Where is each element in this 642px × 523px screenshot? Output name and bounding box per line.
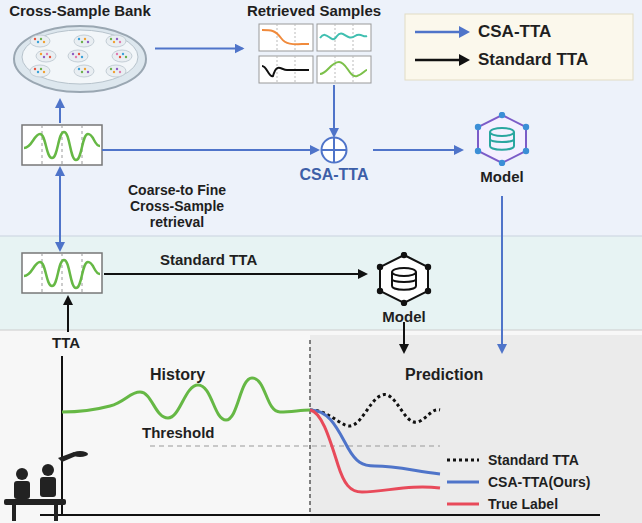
legend-sample	[446, 475, 480, 489]
legend-text: Standard TTA	[488, 452, 579, 468]
legend-sample	[446, 497, 480, 511]
shape-icon	[472, 112, 532, 166]
legend-entry: CSA-TTA(Ours)	[446, 474, 590, 490]
node-label: Model	[480, 168, 523, 185]
shape-icon	[374, 252, 434, 306]
step-label: TTA	[52, 334, 80, 351]
legend-entry: True Label	[446, 496, 558, 512]
flow-arrow	[333, 85, 335, 136]
node-label: CSA-TTA	[299, 166, 368, 184]
threshold-label: Threshold	[142, 424, 215, 441]
legend-text: Standard TTA	[478, 50, 588, 70]
region-label: Prediction	[405, 366, 483, 384]
legend-sample	[414, 25, 470, 39]
node-label: Cross-Sample Bank	[9, 2, 151, 19]
node-label: Model	[382, 308, 425, 325]
group-box: Cross-Sample Bank	[5, 2, 155, 95]
legend-sample	[414, 53, 470, 67]
step-label: Coarse-to Fine Cross-Sample retrieval	[112, 182, 242, 230]
flow-arrow	[155, 48, 243, 50]
shape-icon	[320, 136, 348, 164]
legend-text: CSA-TTA(Ours)	[488, 474, 590, 490]
legend-entry: Standard TTA	[414, 50, 588, 70]
model-icon: Model	[462, 112, 542, 185]
legend-text: CSA-TTA	[478, 22, 551, 42]
legend-text: True Label	[488, 496, 558, 512]
shape-icon	[255, 21, 373, 85]
shape-icon	[10, 21, 150, 95]
legend-entry: Standard TTA	[446, 452, 579, 468]
arrow-label: Standard TTA	[160, 251, 257, 268]
flow-arrow	[373, 149, 462, 151]
model-icon: Model	[370, 252, 438, 325]
group-box: Retrieved Samples	[243, 2, 386, 85]
region-label: History	[150, 366, 205, 384]
sum-node: CSA-TTA	[295, 136, 373, 184]
node-label: Retrieved Samples	[247, 2, 381, 19]
legend-sample	[446, 453, 480, 467]
legend-entry: CSA-TTA	[414, 22, 551, 42]
